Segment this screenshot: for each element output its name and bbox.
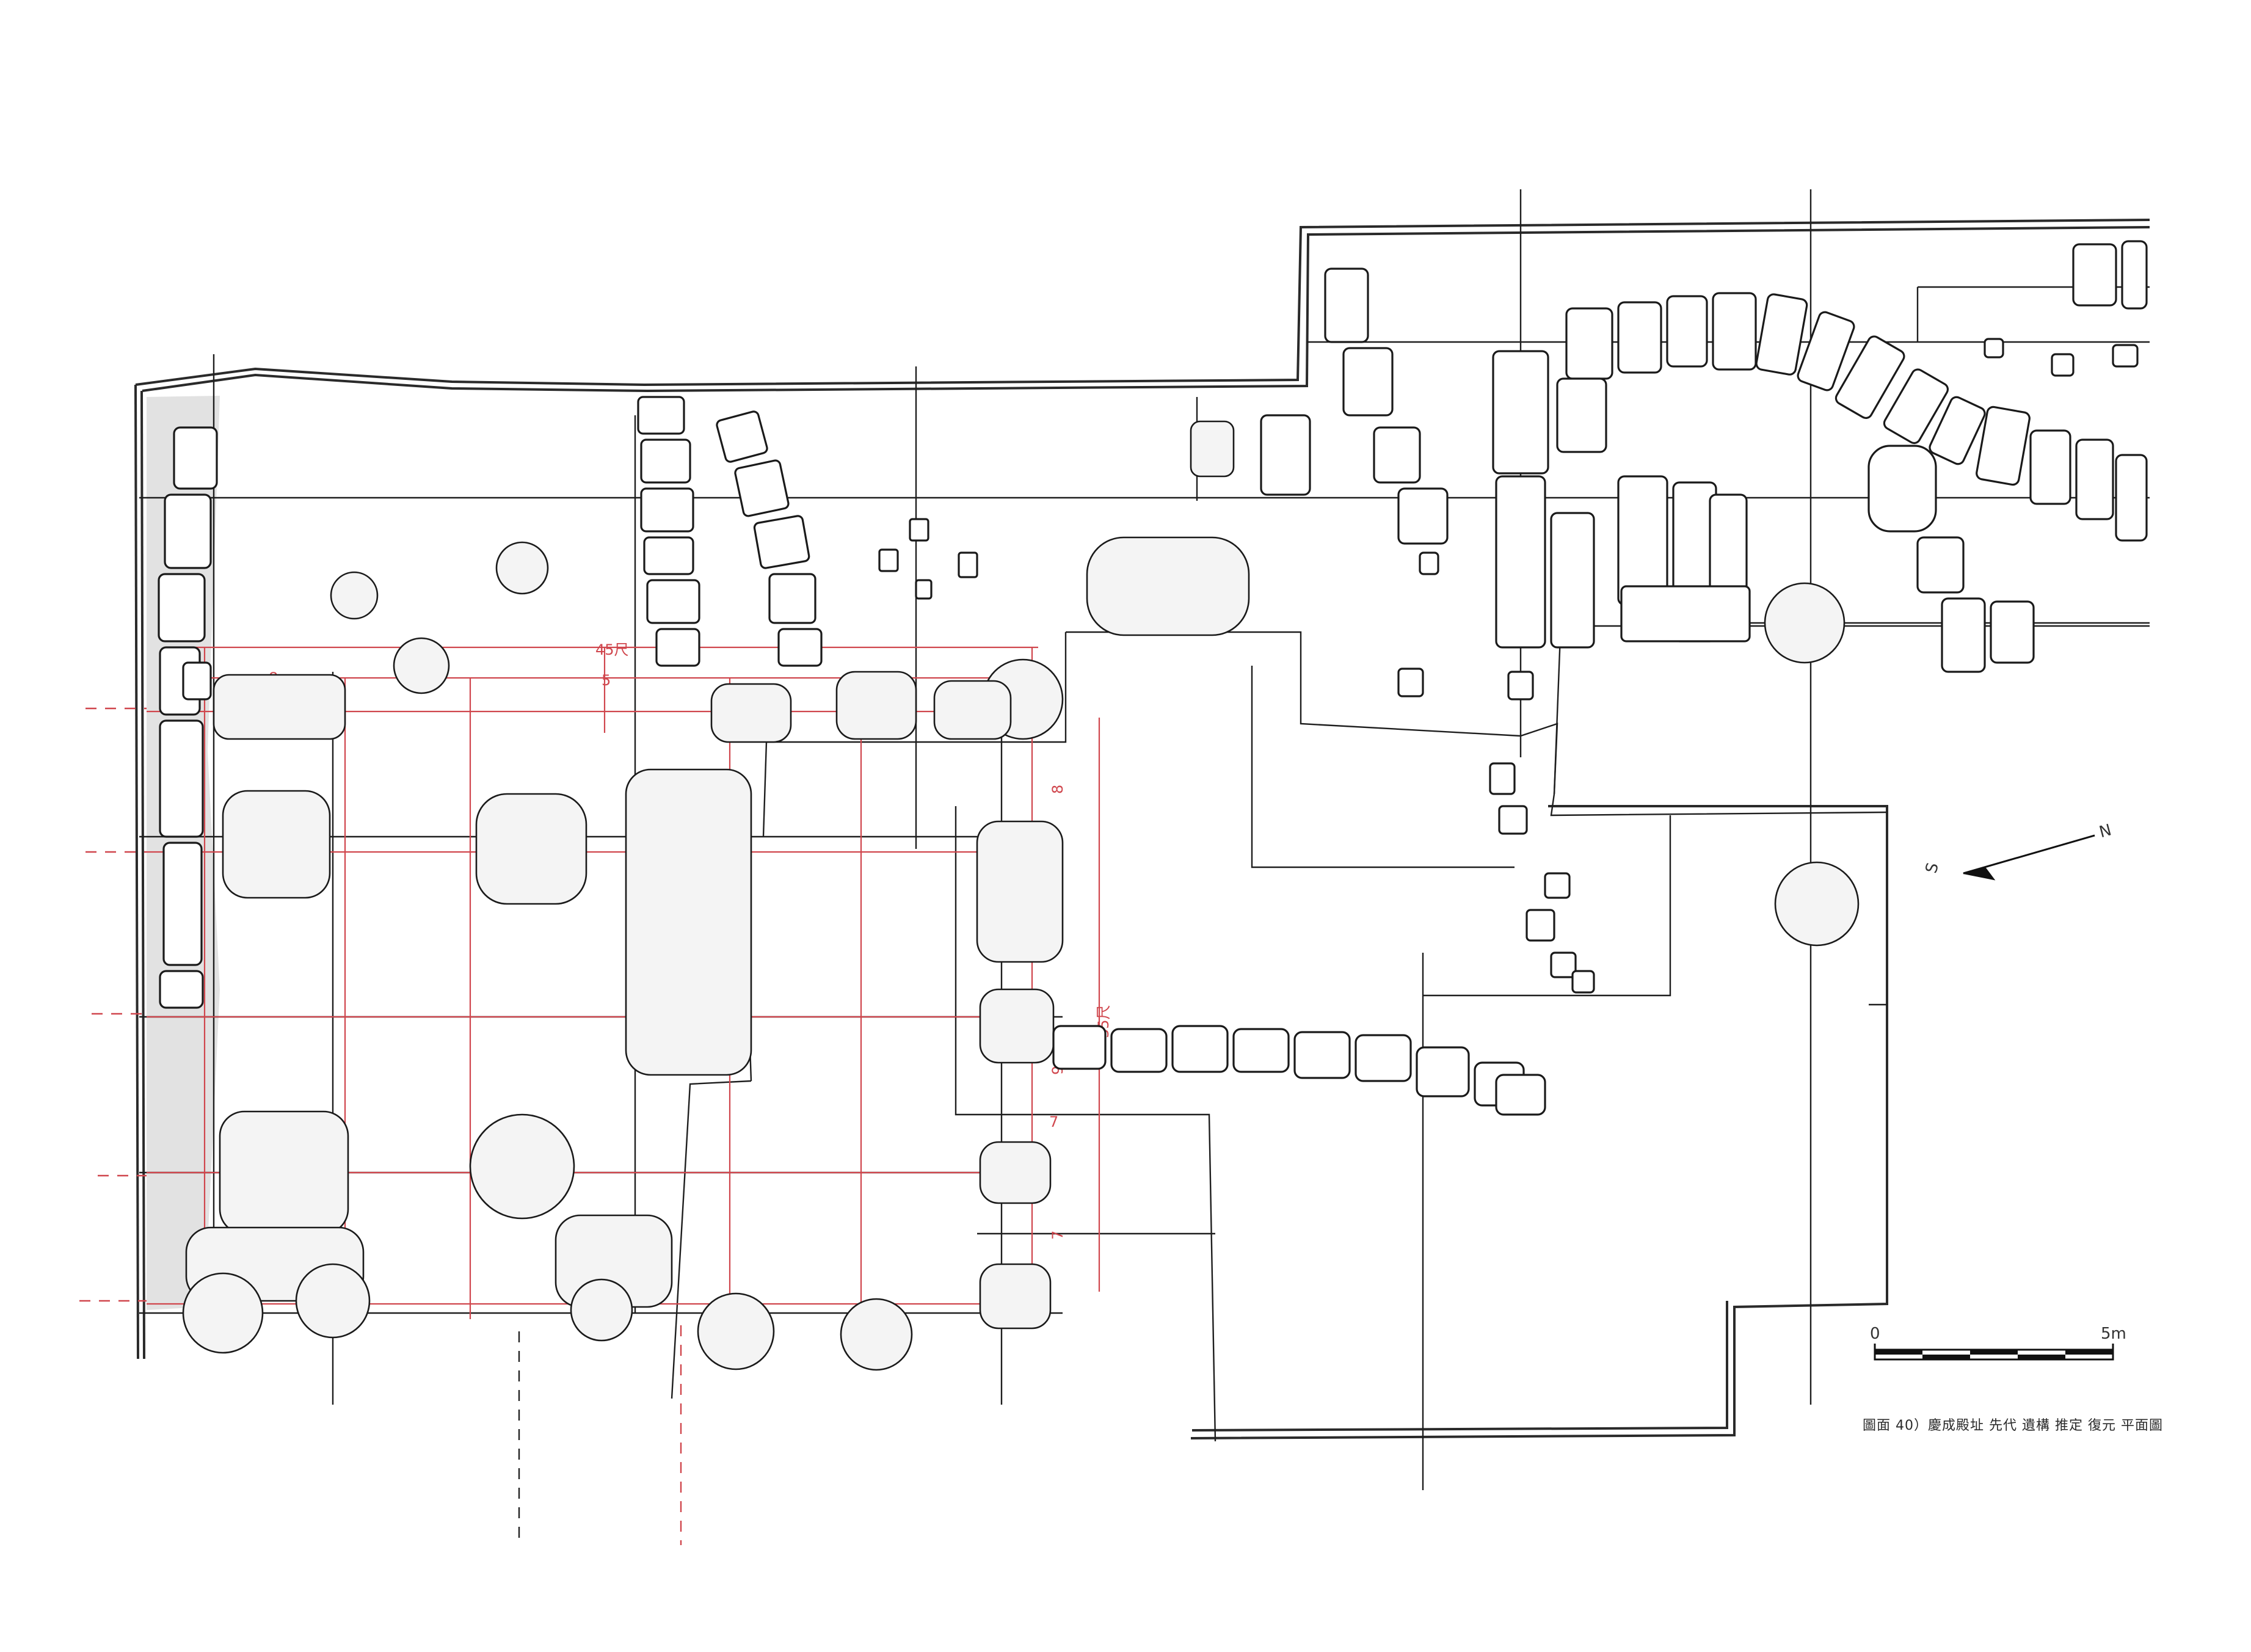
reconstruction-lines xyxy=(79,646,1100,1545)
mid-stone-wall xyxy=(1052,1025,1546,1116)
pillar-foundations xyxy=(182,420,1860,1371)
scattered-stones xyxy=(1397,338,2139,994)
figure-caption: 圖面 40）慶成殿址 先代 遺構 推定 復元 平面圖 xyxy=(1863,1418,2163,1433)
side-dimension-4: 7 xyxy=(1049,1231,1066,1240)
scale-bar-end-label: 5m xyxy=(2101,1325,2126,1343)
dimension-45-chi: 45尺 xyxy=(595,641,629,658)
west-wall-stones xyxy=(158,426,218,1009)
north-arrow: N S xyxy=(1922,821,2114,881)
curved-east-wall xyxy=(1260,240,2148,673)
side-dimension-1: 8 xyxy=(1049,785,1066,794)
north-stone-rows xyxy=(637,396,978,667)
north-label: N xyxy=(2097,821,2114,842)
scale-bar-start-label: 0 xyxy=(1870,1325,1880,1343)
south-label: S xyxy=(1922,861,1943,875)
dimension-5: 5 xyxy=(602,672,611,689)
scale-bar: 0 5m xyxy=(1870,1325,2126,1361)
side-dimension-6: 7 xyxy=(1049,1113,1058,1130)
